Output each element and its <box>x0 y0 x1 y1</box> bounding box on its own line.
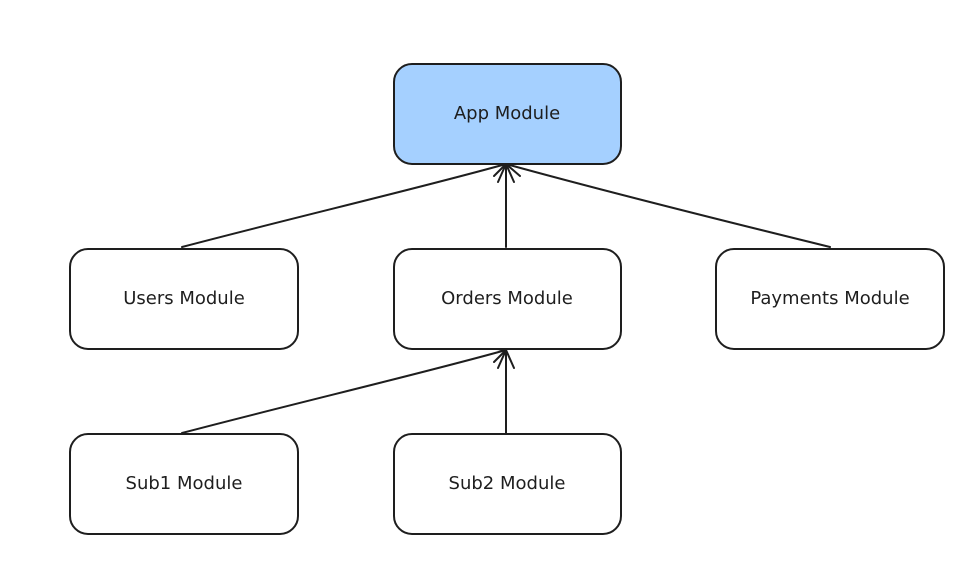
node-box <box>69 433 299 535</box>
node-label: App Module <box>454 103 560 124</box>
node-box <box>393 433 622 535</box>
edge-payments-to-app <box>505 161 831 248</box>
node-label: Sub2 Module <box>449 473 566 494</box>
node-box <box>393 63 622 165</box>
node-label: Users Module <box>123 288 245 309</box>
edges <box>181 161 831 434</box>
edge-sub1-to-orders <box>181 347 507 434</box>
edge-users-to-app <box>181 161 507 248</box>
node-orders[interactable]: Orders Module <box>393 248 622 350</box>
node-sub1[interactable]: Sub1 Module <box>69 433 299 535</box>
node-label: Payments Module <box>750 288 909 309</box>
node-sub2[interactable]: Sub2 Module <box>393 433 622 535</box>
node-users[interactable]: Users Module <box>69 248 299 350</box>
node-box <box>69 248 299 350</box>
node-payments[interactable]: Payments Module <box>715 248 945 350</box>
node-label: Sub1 Module <box>126 473 243 494</box>
node-box <box>715 248 945 350</box>
edge-orders-to-app <box>497 163 515 248</box>
node-box <box>393 248 622 350</box>
node-app[interactable]: App Module <box>393 63 622 165</box>
edge-sub2-to-orders <box>497 349 515 434</box>
node-label: Orders Module <box>441 288 573 309</box>
